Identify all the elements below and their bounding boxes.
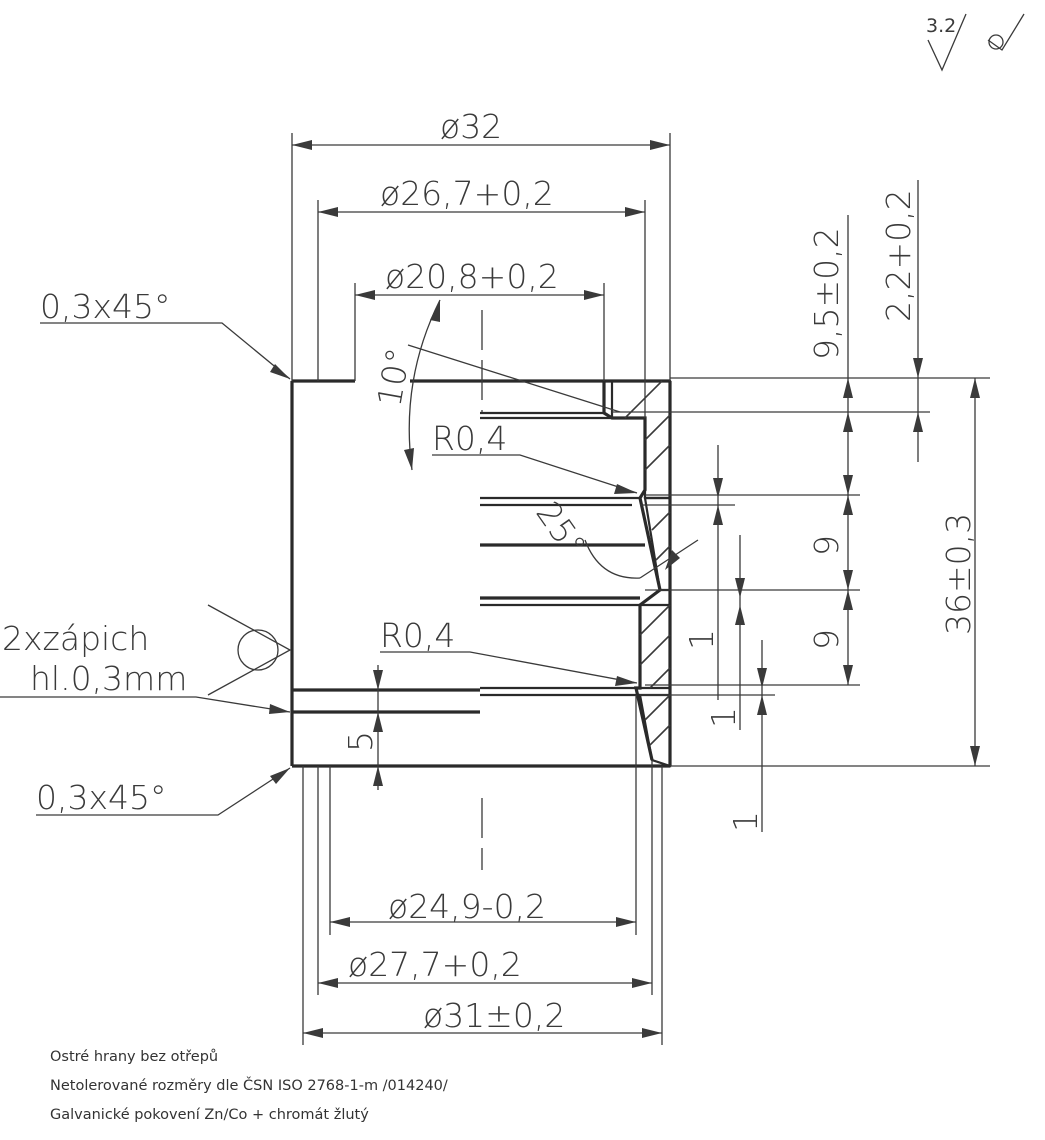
dim-r-bottom: R0,4 xyxy=(380,616,455,655)
chamfer-callouts: 0,3x45° 0,3x45° xyxy=(36,287,291,817)
bottom-dimensions: ø24,9-0,2 ø27,7+0,2 ø31±0,2 xyxy=(302,695,663,1045)
dim-h9-bottom: 9 xyxy=(807,629,846,650)
dim-d20-8: ø20,8+0,2 xyxy=(385,257,559,296)
part-outline xyxy=(290,310,672,870)
dim-d31: ø31±0,2 xyxy=(423,996,565,1035)
dim-h1-b: 1 xyxy=(704,707,743,728)
dim-h2-2: 2,2+0,2 xyxy=(879,189,918,322)
dim-h9-5: 9,5±0,2 xyxy=(807,227,846,360)
dim-r-top: R0,4 xyxy=(432,419,507,458)
groove-label-line1: 2xzápich xyxy=(2,619,149,658)
chamfer-bottom-label: 0,3x45° xyxy=(36,778,167,817)
note-line: Netolerované rozměry dle ČSN ISO 2768-1-… xyxy=(50,1078,448,1094)
chamfer-top-label: 0,3x45° xyxy=(40,287,171,326)
radius-callouts: R0,4 R0,4 xyxy=(380,419,638,686)
dim-h1-a: 1 xyxy=(682,629,721,650)
note-line: Ostré hrany bez otřepů xyxy=(50,1049,219,1065)
dim-h9-top: 9 xyxy=(807,535,846,556)
dim-h36: 36±0,3 xyxy=(939,513,978,635)
angle-25-dimension: 25° xyxy=(528,494,699,579)
dim-h1-c: 1 xyxy=(726,811,765,832)
dim-d32: ø32 xyxy=(440,107,502,146)
right-dimensions: 36±0,3 9,5±0,2 9 9 2,2+0,2 1 1 1 xyxy=(612,180,990,832)
dim-h5: 5 xyxy=(341,731,380,752)
roughness-value: 3.2 xyxy=(926,15,956,37)
note-line: Galvanické pokovení Zn/Co + chromát žlut… xyxy=(50,1107,369,1123)
groove-callout: 2xzápich hl.0,3mm xyxy=(0,604,292,714)
surface-roughness-symbol: 3.2 xyxy=(926,13,1025,72)
groove-depth-dimension: 5 xyxy=(341,665,383,790)
top-dimensions: ø32 ø26,7+0,2 ø20,8+0,2 xyxy=(291,107,671,418)
groove-label-line2: hl.0,3mm xyxy=(30,659,187,698)
notes-block: Ostré hrany bez otřepů Netolerované rozm… xyxy=(50,1043,448,1130)
dim-d26-7: ø26,7+0,2 xyxy=(380,174,554,213)
dim-d24-9: ø24,9-0,2 xyxy=(388,887,546,926)
dim-d27-7: ø27,7+0,2 xyxy=(348,945,522,984)
